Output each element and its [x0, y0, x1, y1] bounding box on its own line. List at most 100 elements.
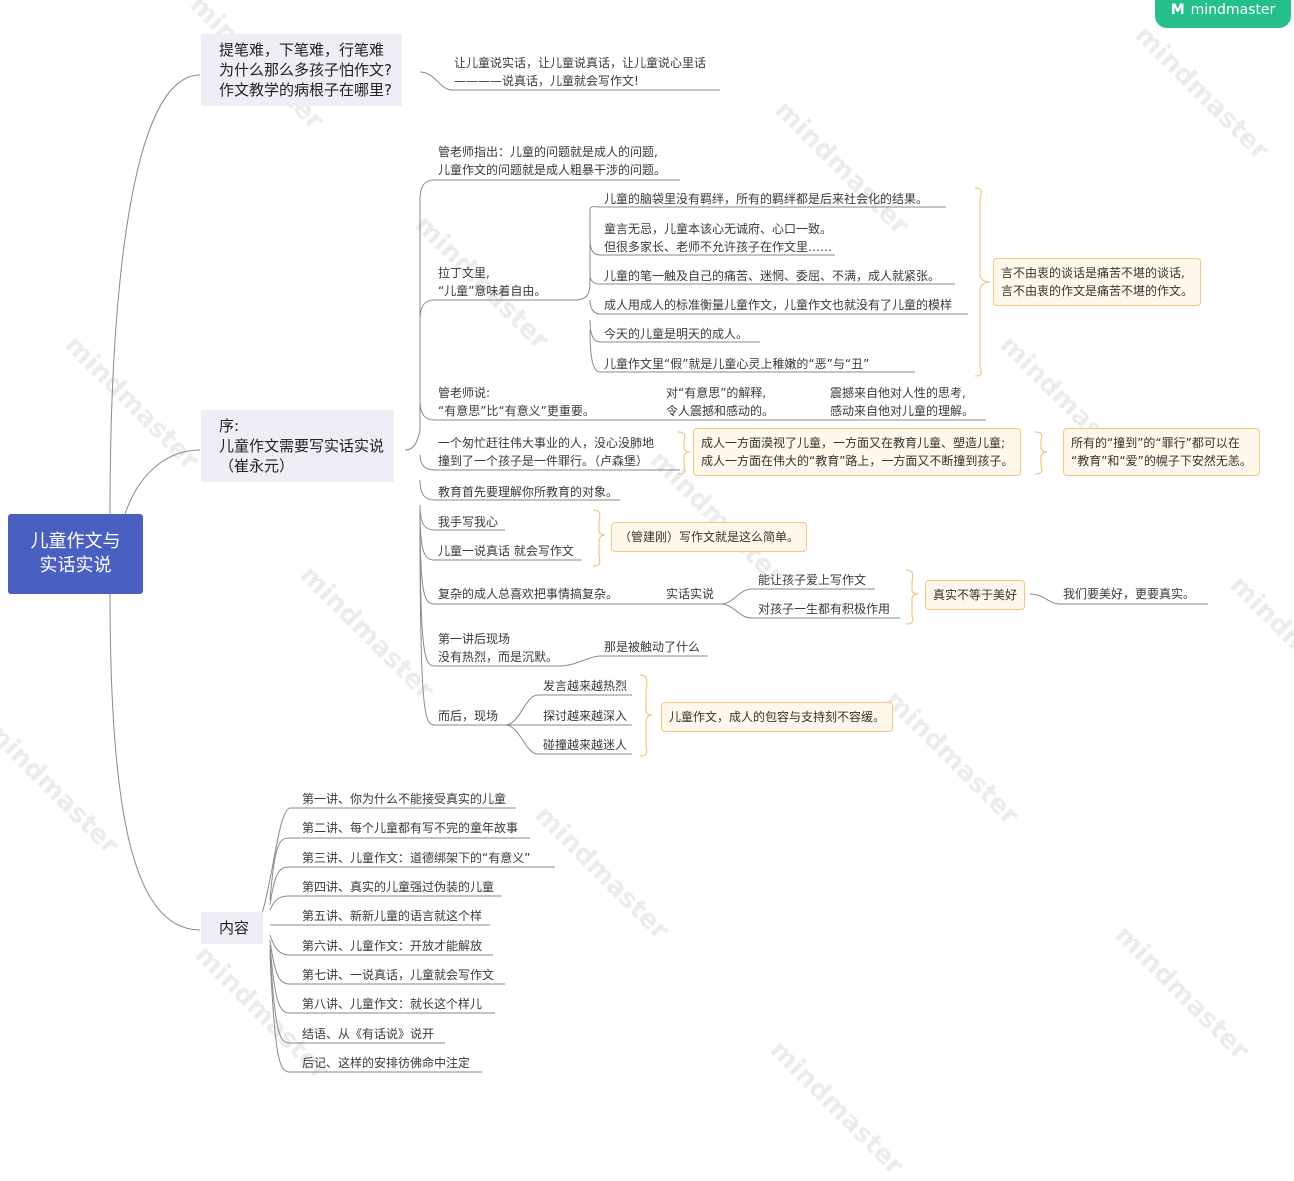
root-topic[interactable]: 儿童作文与 实话实说 — [8, 514, 143, 594]
topic-n8-b1[interactable]: 能让孩子爱上写作文 — [758, 571, 866, 589]
topic-line: 儿童一说真话 就会写作文 — [438, 544, 574, 558]
topic-line: 第二讲、每个儿童都有写不完的童年故事 — [302, 821, 519, 835]
summary-callout[interactable]: 言不由衷的谈话是痛苦不堪的谈话, 言不由衷的作文是痛苦不堪的作文。 — [993, 258, 1202, 306]
topic-line: 序: — [219, 417, 240, 435]
content-item[interactable]: 第八讲、儿童作文：就长这个样儿 — [302, 995, 482, 1013]
topic-n2-child[interactable]: 儿童作文里“假”就是儿童心灵上稚嫩的“恶”与“丑” — [604, 355, 869, 373]
topic-line: 震撼来自他对人性的思考, — [830, 386, 966, 400]
topic-line: 言不由衷的作文是痛苦不堪的作文。 — [1001, 284, 1194, 298]
topic-line: 儿童作文需要写实话实说 — [219, 437, 385, 455]
topic-n2-child[interactable]: 童言无忌，儿童本该心无诚府、心口一致。 但很多家长、老师不允许孩子在作文里…… — [604, 220, 832, 256]
summary-callout[interactable]: 成人一方面漠视了儿童，一方面又在教育儿童、塑造儿童; 成人一方面在伟大的“教育”… — [693, 428, 1022, 476]
topic-n2-child[interactable]: 儿童的笔一触及自己的痛苦、迷惘、委屈、不满，成人就紧张。 — [604, 267, 940, 285]
topic-line: 而后，现场 — [438, 709, 499, 723]
topic-line: 实话实说 — [666, 587, 715, 601]
topic-n8-a[interactable]: 实话实说 — [666, 585, 714, 603]
topic-n6[interactable]: 我手写我心 — [438, 513, 498, 531]
topic-line: 我们要美好，更要真实。 — [1063, 587, 1196, 601]
topic-n5[interactable]: 教育首先要理解你所教育的对象。 — [438, 483, 618, 501]
topic-line: 童言无忌，儿童本该心无诚府、心口一致。 — [604, 222, 833, 236]
topic-n3[interactable]: 管老师说: “有意思”比“有意义”更重要。 — [438, 384, 595, 420]
topic-line: 内容 — [219, 919, 250, 937]
content-item[interactable]: 结语、从《有话说》说开 — [302, 1025, 434, 1043]
topic-n4[interactable]: 一个匆忙赶往伟大事业的人，没心没肺地 撞到了一个孩子是一件罪行。（卢森堡） — [438, 434, 654, 470]
topic-line: 第六讲、儿童作文：开放才能解放 — [302, 939, 483, 953]
topic-n9-a[interactable]: 那是被触动了什么 — [604, 638, 700, 656]
topic-line: 对孩子一生都有积极作用 — [758, 602, 891, 616]
topic-n7[interactable]: 儿童一说真话 就会写作文 — [438, 542, 574, 560]
topic-line: 结语、从《有话说》说开 — [302, 1027, 435, 1041]
topic-n10-child[interactable]: 探讨越来越深入 — [543, 707, 627, 725]
topic-line: ————说真话，儿童就会写作文! — [454, 74, 639, 88]
topic-n2[interactable]: 拉丁文里, “儿童”意味着自由。 — [438, 264, 546, 300]
topic-line: 我手写我心 — [438, 515, 499, 529]
topic-n3-a[interactable]: 对“有意思”的解释, 令人震撼和感动的。 — [666, 384, 774, 420]
topic-line: 感动来自他对儿童的理解。 — [830, 404, 975, 418]
topic-line: 儿童作文，成人的包容与支持刻不容缓。 — [669, 710, 886, 724]
summary-callout[interactable]: 所有的“撞到”的“罪行”都可以在 “教育”和“爱”的幌子下安然无恙。 — [1063, 428, 1260, 476]
topic-line: 今天的儿童是明天的成人。 — [604, 327, 749, 341]
topic-line: 儿童作文里“假”就是儿童心灵上稚嫩的“恶”与“丑” — [604, 357, 870, 371]
content-item[interactable]: 后记、这样的安排彷佛命中注定 — [302, 1054, 470, 1072]
topic-line: 儿童作文的问题就是成人粗暴干涉的问题。 — [438, 163, 667, 177]
topic-n9[interactable]: 第一讲后现场 没有热烈，而是沉默。 — [438, 630, 558, 666]
content-item[interactable]: 第三讲、儿童作文：道德绑架下的“有意义” — [302, 849, 530, 867]
topic-line: 探讨越来越深入 — [543, 709, 628, 723]
topic-line: 碰撞越来越迷人 — [543, 738, 628, 752]
topic-line: （管建刚）写作文就是这么简单。 — [619, 530, 800, 544]
content-item[interactable]: 第七讲、一说真话，儿童就会写作文 — [302, 966, 494, 984]
topic-line: 第四讲、真实的儿童强过伪装的儿童 — [302, 880, 495, 894]
topic-n1[interactable]: 管老师指出：儿童的问题就是成人的问题, 儿童作文的问题就是成人粗暴干涉的问题。 — [438, 143, 666, 179]
topic-line: 一个匆忙赶往伟大事业的人，没心没肺地 — [438, 436, 655, 450]
topic-n8-end[interactable]: 我们要美好，更要真实。 — [1063, 585, 1195, 603]
topic-n2-child[interactable]: 成人用成人的标准衡量儿童作文，儿童作文也就没有了儿童的模样 — [604, 296, 952, 314]
topic-line: 撞到了一个孩子是一件罪行。（卢森堡） — [438, 454, 649, 468]
topic-line: 儿童的笔一触及自己的痛苦、迷惘、委屈、不满，成人就紧张。 — [604, 269, 941, 283]
topic-branch1-child[interactable]: 让儿童说实话，让儿童说真话，让儿童说心里话 ————说真话，儿童就会写作文! — [454, 54, 706, 90]
topic-line: 成人用成人的标准衡量儿童作文，儿童作文也就没有了儿童的模样 — [604, 298, 953, 312]
topic-line: 发言越来越热烈 — [543, 679, 628, 693]
topic-branch1[interactable]: 提笔难，下笔难，行笔难 为什么那么多孩子怕作文? 作文教学的病根子在哪里? — [201, 34, 402, 106]
topic-line: 成人一方面漠视了儿童，一方面又在教育儿童、塑造儿童; — [701, 436, 1006, 450]
content-item[interactable]: 第一讲、你为什么不能接受真实的儿童 — [302, 790, 506, 808]
topic-line: 能让孩子爱上写作文 — [758, 573, 867, 587]
topic-n10-child[interactable]: 发言越来越热烈 — [543, 677, 627, 695]
topic-line: 后记、这样的安排彷佛命中注定 — [302, 1056, 471, 1070]
topic-line: 但很多家长、老师不允许孩子在作文里…… — [604, 240, 833, 254]
topic-line: 提笔难，下笔难，行笔难 — [219, 41, 385, 59]
content-item[interactable]: 第六讲、儿童作文：开放才能解放 — [302, 937, 482, 955]
summary-callout[interactable]: （管建刚）写作文就是这么简单。 — [611, 522, 808, 552]
topic-line: 真实不等于美好 — [933, 588, 1018, 602]
topic-n8-b2[interactable]: 对孩子一生都有积极作用 — [758, 600, 890, 618]
topic-line: “儿童”意味着自由。 — [438, 284, 547, 298]
topic-n10[interactable]: 而后，现场 — [438, 707, 498, 725]
content-item[interactable]: 第二讲、每个儿童都有写不完的童年故事 — [302, 819, 518, 837]
topic-n2-child[interactable]: 儿童的脑袋里没有羁绊，所有的羁绊都是后来社会化的结果。 — [604, 190, 928, 208]
topic-line: 第五讲、新新儿童的语言就这个样 — [302, 909, 483, 923]
topic-line: 作文教学的病根子在哪里? — [219, 81, 392, 99]
content-item[interactable]: 第四讲、真实的儿童强过伪装的儿童 — [302, 878, 494, 896]
content-item[interactable]: 第五讲、新新儿童的语言就这个样 — [302, 907, 482, 925]
topic-branch3[interactable]: 内容 — [201, 912, 264, 944]
topic-line: 成人一方面在伟大的“教育”路上，一方面又不断撞到孩子。 — [701, 454, 1014, 468]
topic-line: “教育”和“爱”的幌子下安然无恙。 — [1071, 454, 1252, 468]
topic-line: 让儿童说实话，让儿童说真话，让儿童说心里话 — [454, 56, 707, 70]
root-topic-line: 儿童作文与 — [30, 531, 121, 552]
topic-line: 第七讲、一说真话，儿童就会写作文 — [302, 968, 495, 982]
connector-lines — [109, 71, 1208, 1073]
topic-line: 教育首先要理解你所教育的对象。 — [438, 485, 619, 499]
topic-line: 没有热烈，而是沉默。 — [438, 650, 559, 664]
logo-text: mindmaster — [1190, 2, 1276, 18]
topic-n10-child[interactable]: 碰撞越来越迷人 — [543, 736, 627, 754]
topic-n3-b[interactable]: 震撼来自他对人性的思考, 感动来自他对儿童的理解。 — [830, 384, 974, 420]
summary-callout[interactable]: 真实不等于美好 — [925, 580, 1026, 610]
topic-line: 所有的“撞到”的“罪行”都可以在 — [1071, 436, 1240, 450]
summary-callout[interactable]: 儿童作文，成人的包容与支持刻不容缓。 — [661, 702, 894, 732]
topic-line: 令人震撼和感动的。 — [666, 404, 775, 418]
topic-line: 管老师指出：儿童的问题就是成人的问题, — [438, 145, 658, 159]
topic-branch2[interactable]: 序: 儿童作文需要写实话实说 （崔永元） — [201, 410, 395, 482]
topic-n8[interactable]: 复杂的成人总喜欢把事情搞复杂。 — [438, 585, 618, 603]
topic-line: “有意思”比“有意义”更重要。 — [438, 404, 595, 418]
topic-line: 为什么那么多孩子怕作文? — [219, 61, 392, 79]
topic-n2-child[interactable]: 今天的儿童是明天的成人。 — [604, 325, 748, 343]
